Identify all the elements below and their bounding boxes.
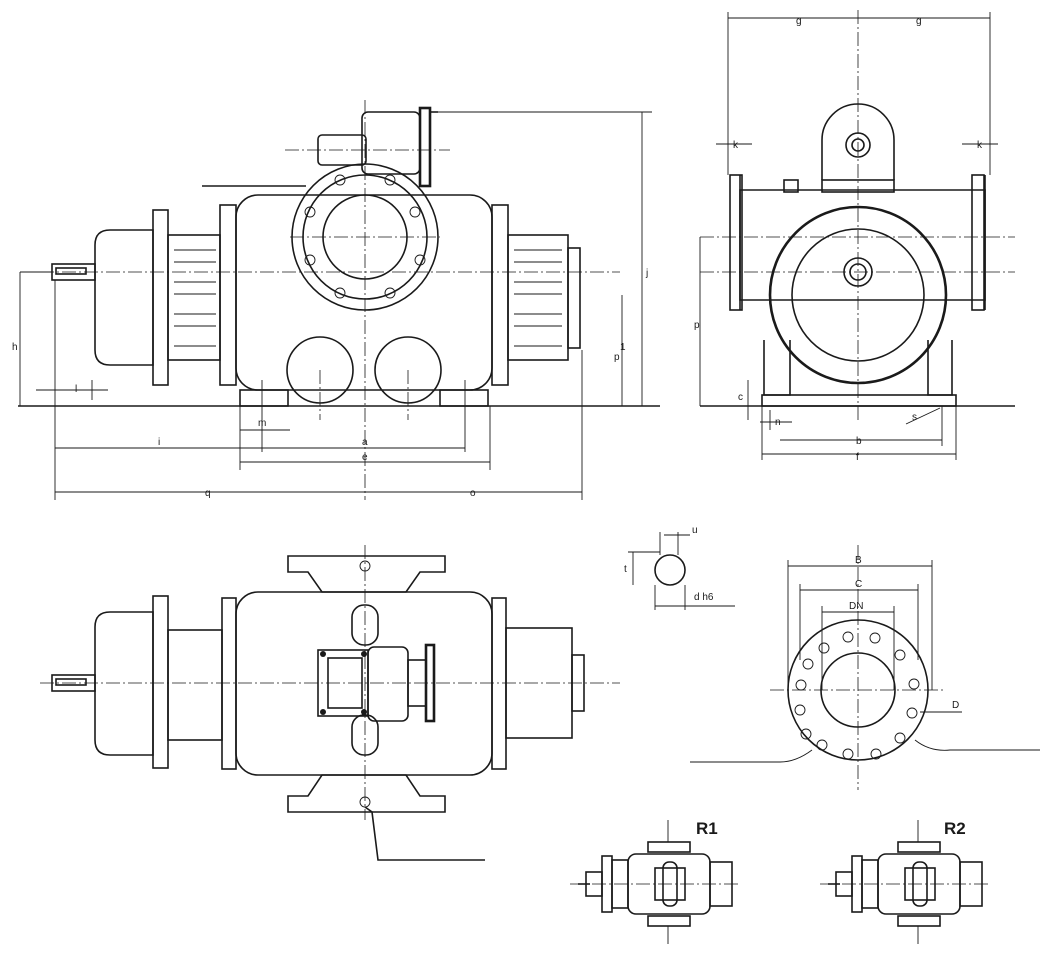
label-DN: DN bbox=[849, 601, 863, 612]
label-D: D bbox=[952, 700, 959, 711]
label-m: m bbox=[258, 418, 266, 429]
label-r1: R1 bbox=[696, 819, 718, 838]
label-f: f bbox=[856, 452, 859, 463]
label-B: B bbox=[855, 555, 862, 566]
label-k-right: k bbox=[977, 140, 983, 151]
label-u: u bbox=[692, 525, 698, 536]
label-p1-sub: 1 bbox=[620, 342, 626, 353]
label-k-left: k bbox=[733, 140, 739, 151]
label-s: s bbox=[912, 412, 917, 423]
label-g-right: g bbox=[916, 16, 922, 27]
label-C: C bbox=[855, 579, 862, 590]
label-j: j bbox=[645, 268, 648, 279]
shaft-end-detail bbox=[628, 532, 735, 610]
label-e: e bbox=[362, 452, 368, 463]
label-b: b bbox=[856, 436, 862, 447]
flange-detail bbox=[690, 545, 1040, 790]
label-d-h6: d h6 bbox=[694, 592, 714, 603]
label-q: q bbox=[205, 488, 211, 499]
top-view bbox=[40, 545, 620, 861]
label-c: c bbox=[738, 392, 743, 403]
label-l: l bbox=[75, 384, 77, 395]
label-i: i bbox=[158, 437, 160, 448]
rotation-variant-r2 bbox=[820, 820, 990, 944]
rotation-variant-r1 bbox=[570, 820, 740, 944]
label-h: h bbox=[12, 342, 18, 353]
label-p1: p bbox=[614, 352, 620, 363]
side-view bbox=[699, 10, 1015, 460]
label-n: n bbox=[775, 417, 781, 428]
label-g-left: g bbox=[796, 16, 802, 27]
label-o: o bbox=[470, 488, 476, 499]
label-a: a bbox=[362, 437, 368, 448]
label-p: p bbox=[694, 320, 700, 331]
label-t: t bbox=[624, 564, 627, 575]
label-r2: R2 bbox=[944, 819, 966, 838]
dimension-labels: g g k k j h l p 1 m a i e q o p c n s b … bbox=[12, 16, 983, 838]
front-view bbox=[18, 100, 660, 500]
